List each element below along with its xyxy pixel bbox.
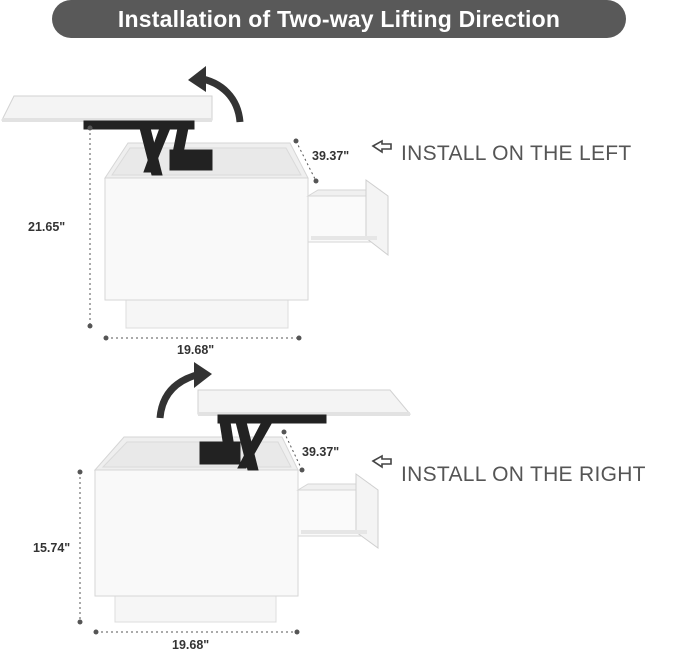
top-table-body xyxy=(104,177,309,301)
bottom-table-plinth xyxy=(114,593,277,623)
top-drawer xyxy=(306,179,389,257)
top-table: 21.65" 19.68" 39.37" INSTALL ON THE LEFT xyxy=(1,66,632,357)
top-lift-mechanism xyxy=(83,120,213,176)
title-banner: Installation of Two-way Lifting Directio… xyxy=(52,0,626,38)
bottom-lift-mechanism xyxy=(199,414,327,471)
top-table-plinth xyxy=(125,297,289,329)
bottom-table-body xyxy=(94,469,299,597)
bottom-height-label: 15.74" xyxy=(33,541,70,555)
bottom-width-label: 19.68" xyxy=(172,638,209,652)
bottom-lift-arrow-icon xyxy=(156,370,201,419)
install-right-label: INSTALL ON THE RIGHT xyxy=(401,463,646,486)
top-height-label: 21.65" xyxy=(28,220,65,234)
bottom-depth-label: 39.37" xyxy=(302,445,339,459)
bottom-drawer xyxy=(296,473,379,549)
top-width-label: 19.68" xyxy=(177,343,214,357)
page-title: Installation of Two-way Lifting Directio… xyxy=(117,5,561,32)
top-table-lid xyxy=(1,95,213,121)
top-pointing-arrow-icon xyxy=(371,139,392,154)
bottom-table-lid xyxy=(197,389,412,415)
bottom-pointing-arrow-icon xyxy=(371,454,392,469)
top-depth-label: 39.37" xyxy=(312,149,349,163)
bottom-table: 15.74" 19.68" 39.37" INSTALL ON THE RIGH… xyxy=(33,362,646,652)
install-left-label: INSTALL ON THE LEFT xyxy=(401,142,632,165)
bottom-depth-dimension-line xyxy=(283,431,303,471)
